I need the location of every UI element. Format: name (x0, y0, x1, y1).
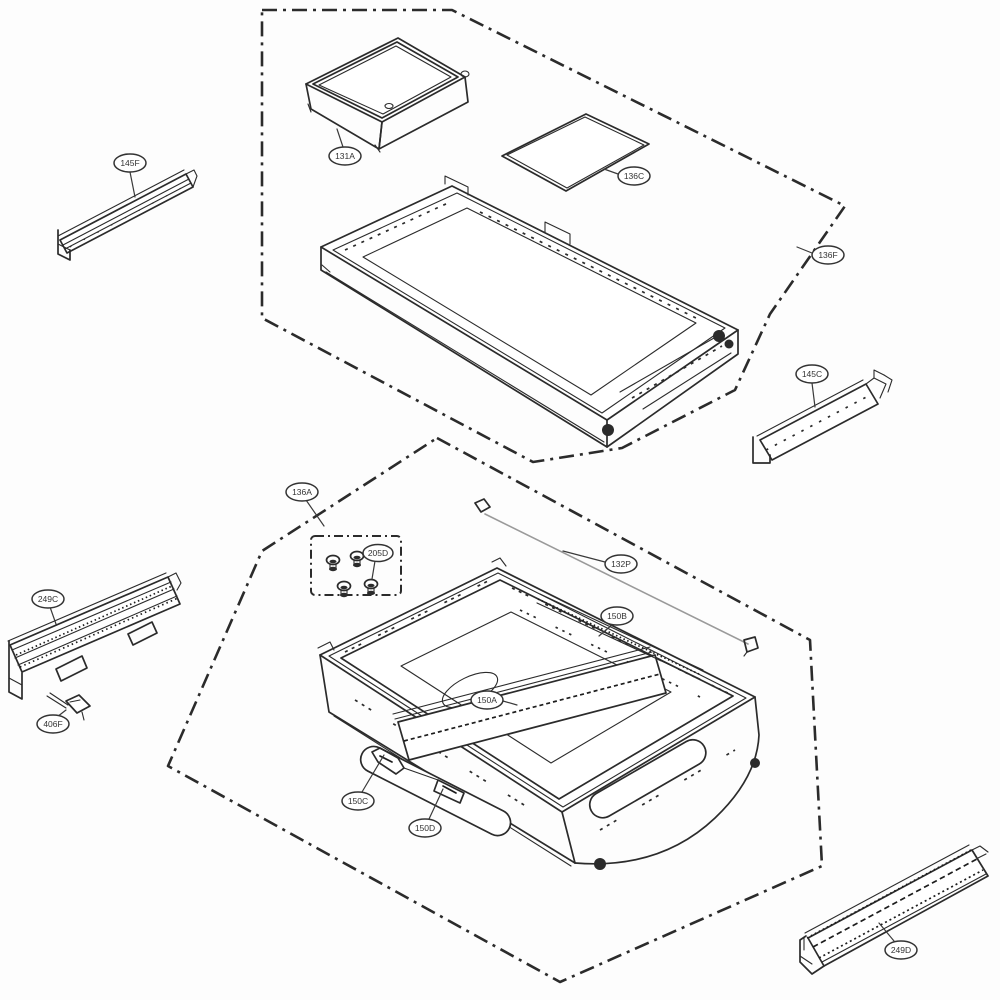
callout-150A: 150A (470, 690, 518, 710)
callout-145C-label: 145C (802, 369, 822, 379)
callout-136A: 136A (285, 482, 325, 527)
lower-assembly-boundary (166, 436, 824, 984)
screw-3 (336, 580, 352, 598)
upper-assembly-boundary (260, 8, 847, 464)
callout-249D-label: 249D (891, 945, 911, 955)
part-rail-249D (799, 844, 989, 975)
callout-205D-label: 205D (368, 548, 388, 558)
callout-150C-label: 150C (348, 796, 368, 806)
part-rail-145F (57, 169, 198, 261)
callout-249C-label: 249C (38, 594, 58, 604)
callout-132P-label: 132P (611, 559, 631, 569)
callout-136C-label: 136C (624, 171, 644, 181)
callout-136C: 136C (603, 166, 651, 186)
callout-131A-label: 131A (335, 151, 355, 161)
part-upper-drawer (320, 175, 739, 448)
callout-150C: 150C (341, 754, 385, 811)
part-tube-132P (474, 498, 759, 657)
callout-150A-label: 150A (477, 695, 497, 705)
part-screw-kit-205D (310, 535, 402, 598)
part-rail-150B (536, 593, 704, 680)
callout-249C: 249C (31, 589, 65, 625)
callout-406F-label: 406F (43, 719, 62, 729)
callout-136A-label: 136A (292, 487, 312, 497)
callout-136F: 136F (796, 245, 845, 265)
callout-145F-label: 145F (120, 158, 139, 168)
callout-136F-label: 136F (818, 250, 837, 260)
callout-132P: 132P (562, 550, 638, 574)
callout-249D: 249D (878, 922, 918, 960)
part-lower-basket (317, 557, 760, 870)
callout-150D: 150D (408, 788, 444, 838)
part-cover-136C (501, 113, 650, 192)
callout-406F: 406F (36, 709, 70, 734)
callout-150B: 150B (598, 606, 634, 637)
callout-145C: 145C (795, 364, 829, 408)
callout-150D-label: 150D (415, 823, 435, 833)
part-tray-131A (305, 37, 470, 153)
screw-1 (325, 554, 341, 572)
part-rail-249C (7, 572, 182, 700)
callout-145F: 145F (113, 153, 147, 198)
part-rail-145C (752, 369, 893, 464)
callout-205D: 205D (362, 543, 394, 580)
callout-150B-label: 150B (607, 611, 627, 621)
screw-4 (363, 578, 379, 596)
part-bracket-406F (46, 692, 91, 721)
callout-131A: 131A (328, 128, 362, 166)
screw-2 (349, 550, 365, 568)
